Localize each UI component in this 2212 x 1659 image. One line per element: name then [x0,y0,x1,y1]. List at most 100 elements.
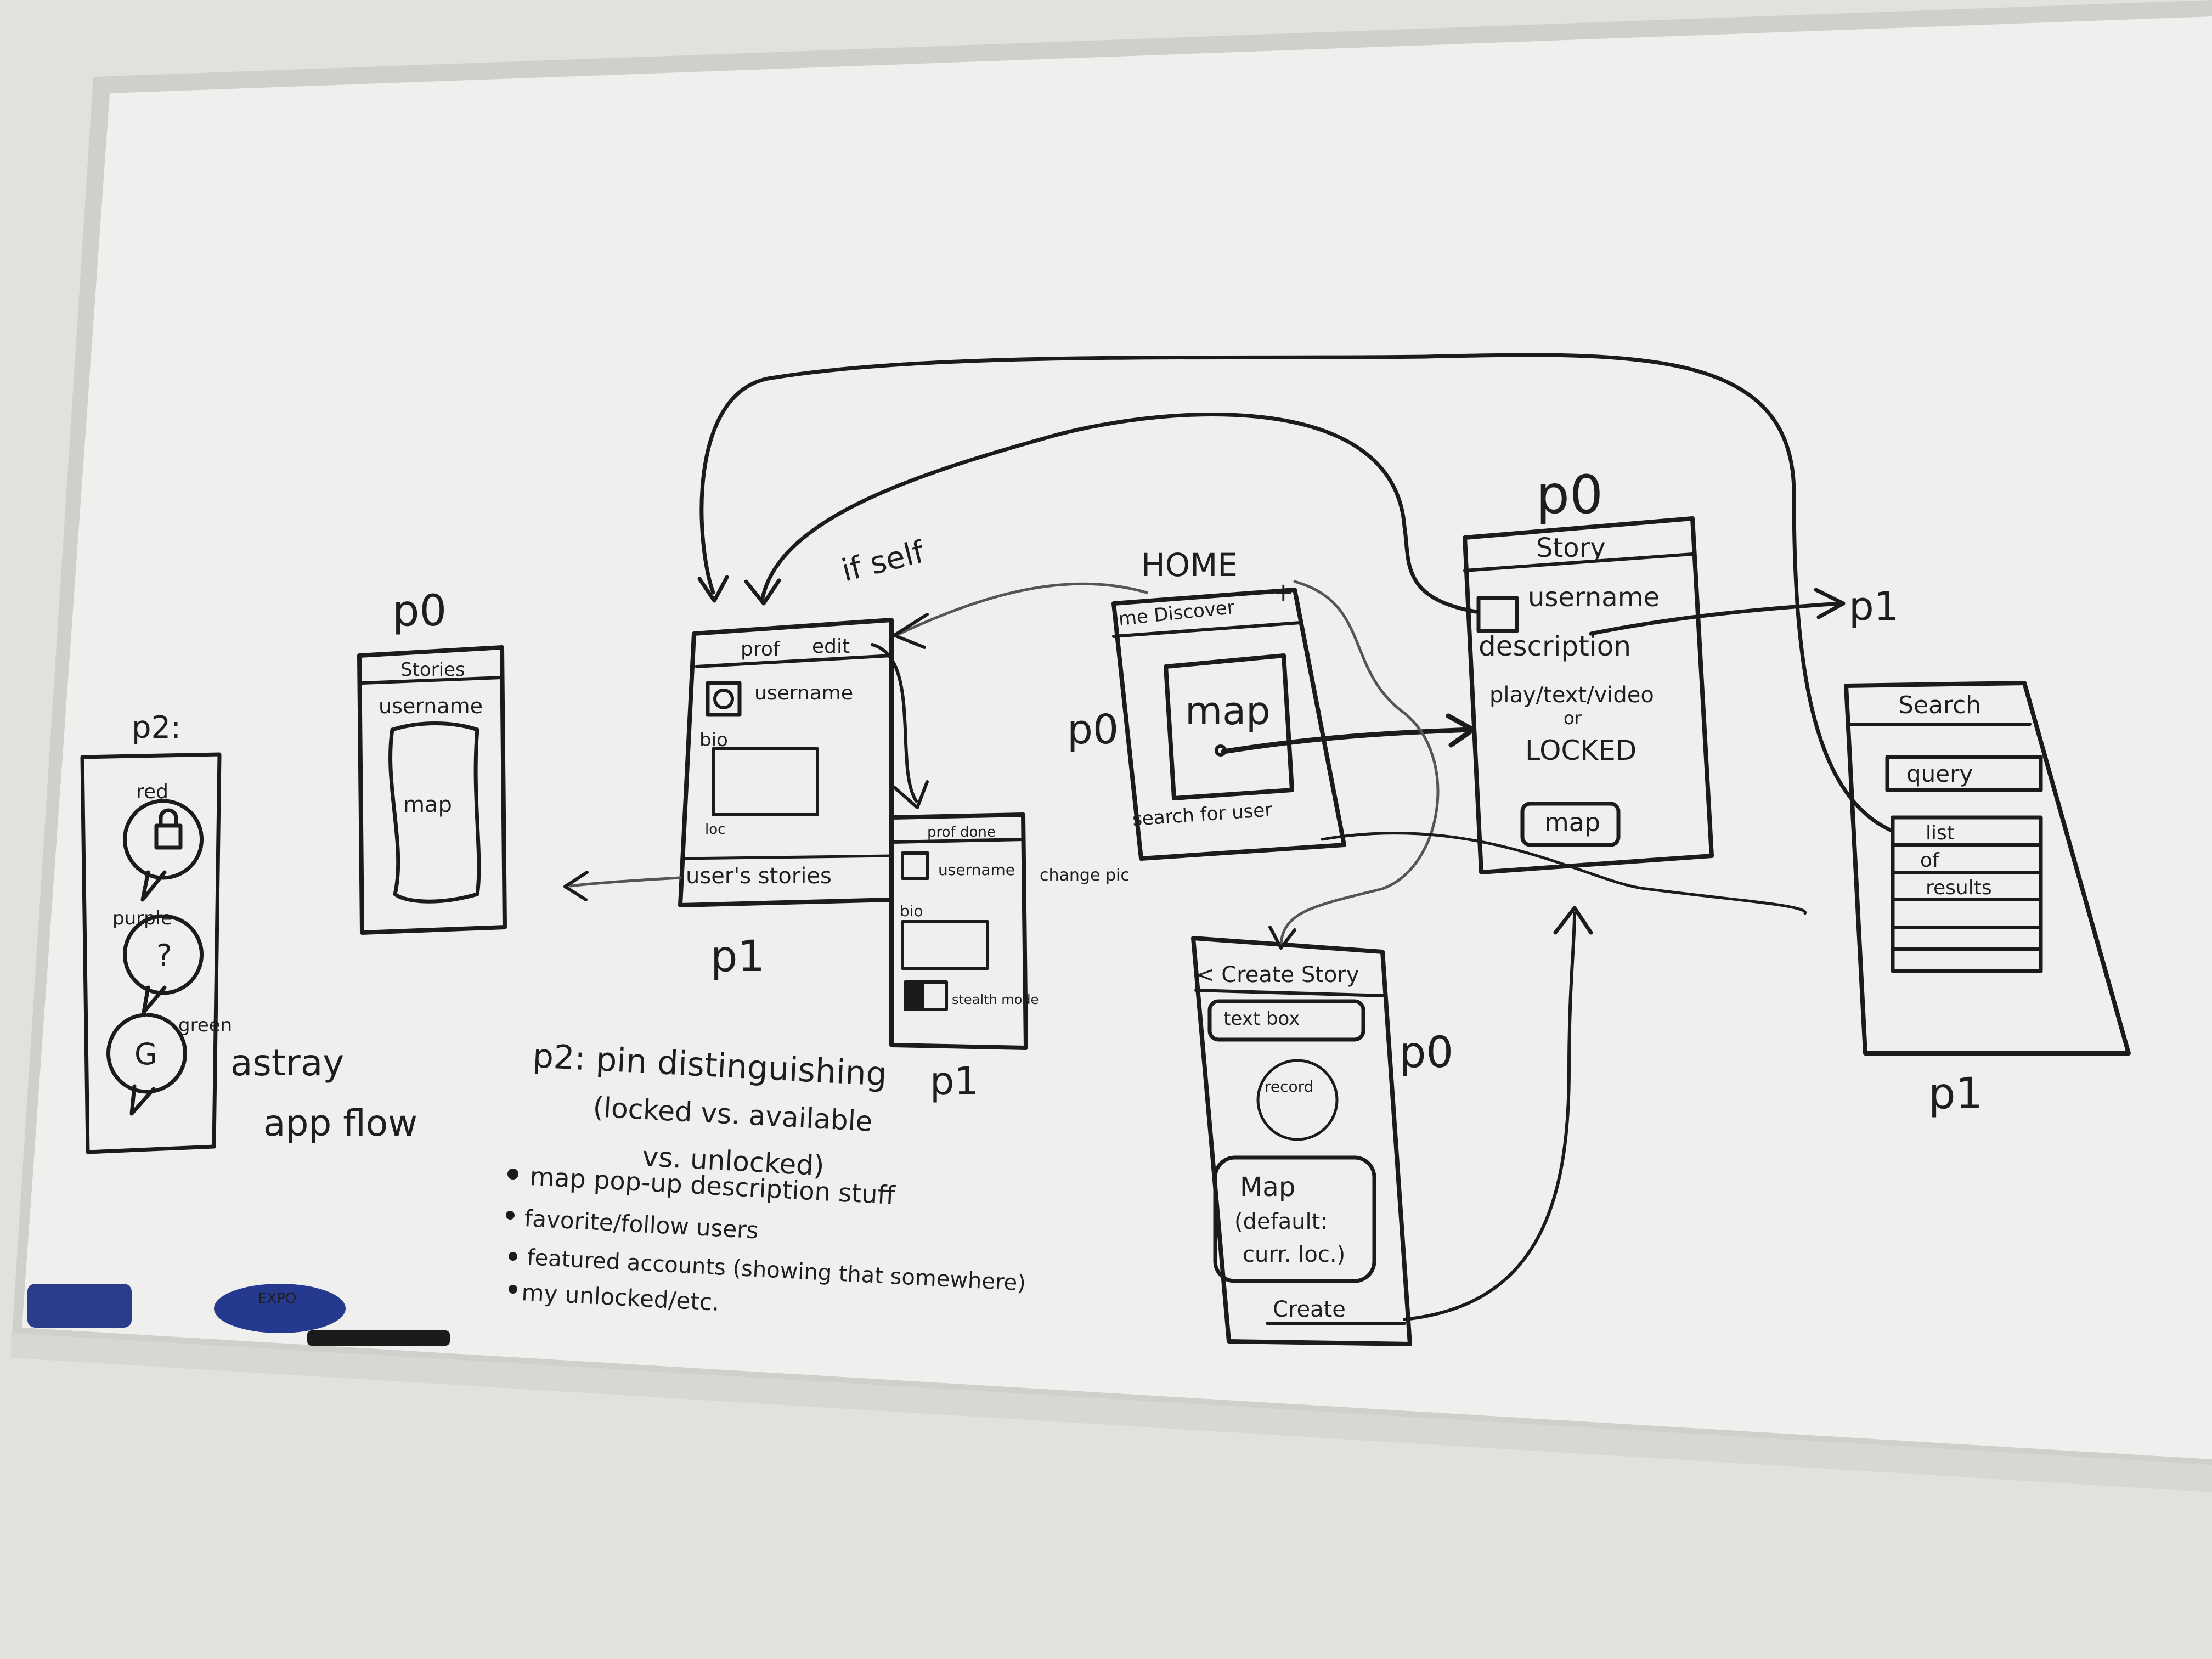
story-username: username [1528,582,1660,613]
stories-username: username [379,694,483,718]
pin-green-glyph: G [134,1037,157,1071]
create-record-button[interactable] [1256,1059,1339,1141]
marker-black[interactable] [307,1330,450,1346]
story-page-label: p0 [1536,464,1603,526]
p1-arrow-label: p1 [1849,583,1899,629]
create-map-box[interactable] [1213,1155,1376,1283]
pin-red-label: red [136,781,168,803]
pin-purple-label: purple [112,907,172,929]
legend-frame [80,752,222,1154]
diagram-title-line2: app flow [263,1102,417,1144]
notes-bullet-2 [506,1211,515,1220]
story-locked: LOCKED [1525,735,1637,766]
stories-phone-frame [357,645,507,935]
stories-page-label: p0 [392,586,447,636]
diagram-title-line1: astray [230,1042,344,1084]
notes-bullet-3 [509,1252,517,1261]
prof-done-page-label: p1 [930,1059,979,1104]
story-map-button-label: map [1544,808,1600,837]
tray-items: EXPO [27,1284,450,1346]
search-page-label: p1 [1928,1069,1983,1119]
lock-icon [154,808,183,850]
pin-purple [123,914,204,1014]
create-page-label: p0 [1399,1028,1453,1077]
search-phone-frame [1844,681,2131,1056]
story-map-button[interactable] [1520,802,1621,847]
create-map-line1: Map [1240,1172,1295,1203]
create-text-box[interactable] [1207,999,1365,1042]
arrow-home-map-to-story [1221,727,1473,754]
prof-done-phone-frame [889,812,1028,1050]
arrow-create-to-story [1403,912,1576,1321]
search-header: Search [1898,691,1981,719]
prof-done-change-pic[interactable]: change pic [1040,866,1130,885]
profile-page-label: p1 [710,932,765,981]
eraser[interactable] [27,1284,132,1328]
search-result-line3: results [1926,877,1992,899]
profile-loc-label: loc [705,821,725,838]
profile-avatar-icon [713,689,734,709]
search-screen: Search query list of results p1 [1844,681,2131,1119]
whiteboard-surface [22,16,2212,1459]
home-map-frame [1164,653,1294,800]
pin-red [123,799,204,902]
story-screen: p0 Story username description play/text/… [1463,464,1714,874]
home-page-label: p0 [1067,706,1119,753]
profile-header: prof [741,638,781,661]
marker-tray [11,1333,2212,1492]
home-map-label[interactable]: map [1185,689,1271,733]
home-title: HOME [1141,546,1238,584]
stories-map-area [388,721,481,904]
search-result-line1: list [1926,822,1955,844]
pin-purple-glyph: ? [156,938,172,973]
stories-map-label: map [403,792,452,817]
prof-done-header: prof done [927,824,996,840]
story-header: Story [1536,533,1606,563]
arrow-home-to-profile [898,582,1148,635]
prof-done-screen: prof done username change pic bio stealt… [889,812,1130,1104]
pin-green-label: green [178,1014,232,1036]
create-map-line2: (default: [1234,1209,1328,1234]
legend-header: p2: [132,710,181,746]
arrow-search-to-profile-top [699,353,1895,833]
prof-done-bio-box[interactable] [901,920,989,970]
story-avatar [1476,596,1519,633]
pin-legend: p2: red purple ? green G [80,710,232,1154]
arrow-story-to-profile-outer [760,413,1478,614]
story-or: or [1564,708,1582,729]
profile-edit[interactable]: edit [812,635,850,658]
prof-done-bio: bio [900,902,923,920]
story-phone-frame [1463,516,1714,874]
create-story-screen: < Create Story text box record Map (defa… [1191,936,1453,1346]
profile-user-stories[interactable]: user's stories [686,864,832,889]
create-header[interactable]: < Create Story [1196,962,1359,988]
profile-avatar [706,681,742,717]
search-query-field[interactable] [1885,755,2043,792]
story-play[interactable]: play/text/video [1489,682,1654,708]
stories-header: Stories [400,659,465,681]
arrow-profile-to-prof-done [871,643,918,803]
arrow-home-to-create [1279,580,1440,945]
arrow-profile-to-stories [569,876,682,888]
prof-done-username: username [938,861,1015,879]
create-text-box-label: text box [1223,1008,1300,1030]
create-record-label: record [1265,1077,1313,1096]
flow-arrows [563,353,1895,1321]
create-button[interactable]: Create [1273,1297,1346,1322]
pin-green [106,1013,187,1116]
profile-username: username [754,682,853,704]
search-result-line2: of [1920,849,1940,872]
marker-blue[interactable] [214,1284,346,1333]
search-results-list[interactable] [1891,815,2043,973]
create-map-line3: curr. loc.) [1243,1242,1345,1267]
marker-brand-label: EXPO [258,1290,296,1307]
profile-bio-box [712,747,819,816]
search-query-label: query [1906,760,1973,787]
arrow-home-search-to-search [1321,832,1807,915]
arrow-description-to-p1 [1589,601,1843,636]
stories-screen: p0 Stories username map [357,586,507,935]
home-phone-frame [1111,588,1346,861]
notes-bullet-4 [509,1285,517,1294]
home-plus[interactable]: + [1273,577,1294,607]
notes-bullet-1 [507,1169,518,1180]
